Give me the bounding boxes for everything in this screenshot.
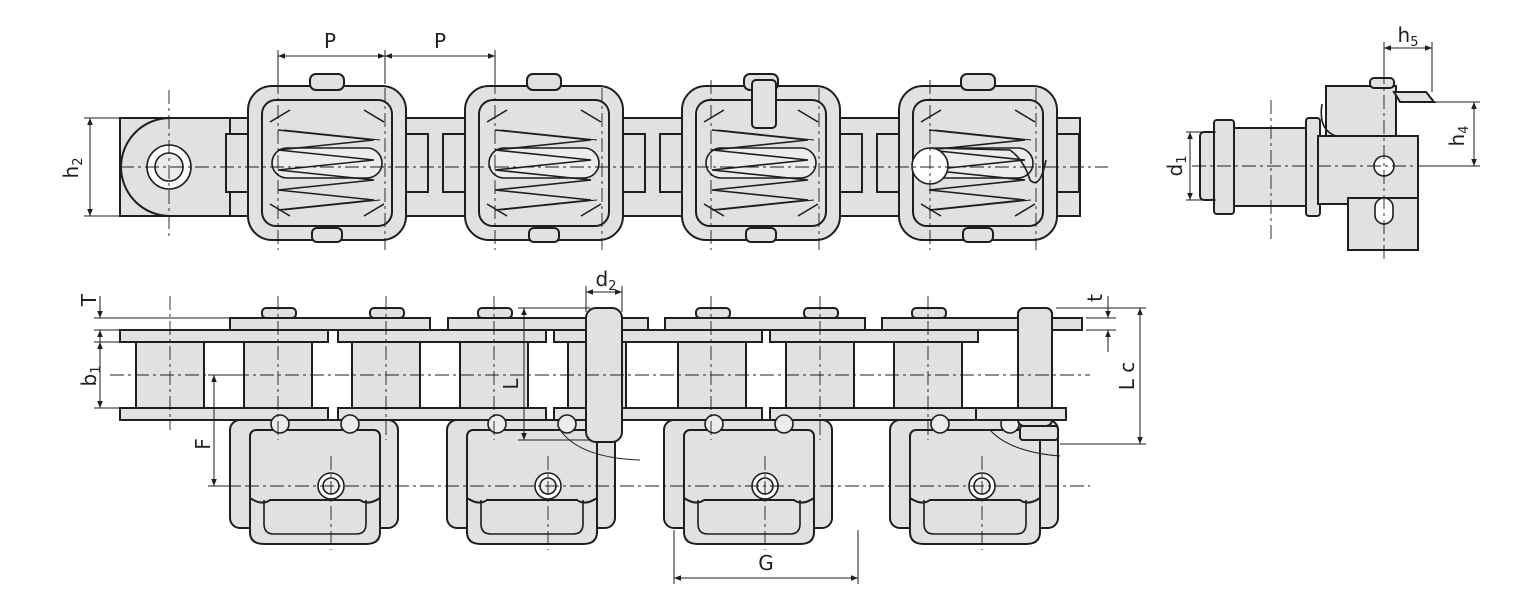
dim-lc: L c — [1115, 362, 1139, 391]
dim-p-1: P — [324, 29, 336, 53]
dim-f: F — [191, 438, 215, 450]
dim-p-2: P — [434, 29, 446, 53]
dim-t-lower: t — [1083, 294, 1107, 302]
bottom-view: T b1 F L d2 t L c G — [77, 267, 1146, 584]
dim-d1: d1 — [1163, 156, 1190, 177]
dim-d2: d2 — [596, 267, 617, 294]
dim-h4: h4 — [1445, 126, 1472, 147]
dim-b1: b1 — [77, 366, 104, 387]
dim-h5: h5 — [1398, 23, 1419, 50]
top-view: P P h2 — [59, 29, 1108, 250]
dim-h2: h2 — [59, 158, 86, 179]
side-view: d1 h5 h4 — [1163, 23, 1480, 262]
dim-t-upper: T — [77, 293, 101, 307]
dim-g: G — [758, 551, 774, 575]
dim-l: L — [499, 378, 523, 390]
